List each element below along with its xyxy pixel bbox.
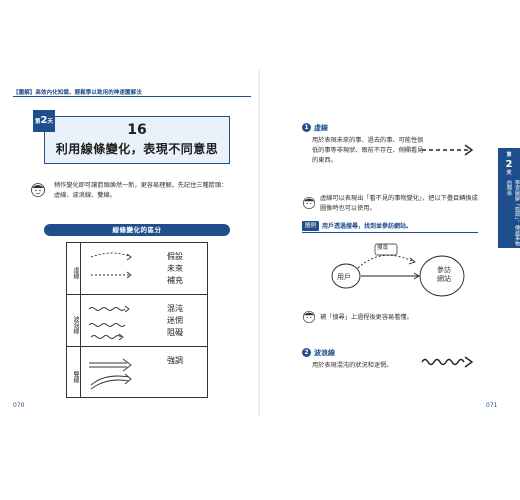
wavy-arrow-icon xyxy=(421,356,474,368)
lesson-title: 利用線條變化，表現不同意思 xyxy=(55,142,219,156)
note-search-process: 補「搜尋」上過程後更容易看懂。 xyxy=(320,314,413,321)
diagram-user-label: 用戶 xyxy=(337,273,351,281)
user-search-diagram xyxy=(331,243,465,297)
day-number: 2 xyxy=(40,115,48,126)
example-label: 圖例 用戶透過搜尋，找到並參訪網站。 xyxy=(302,220,412,231)
section-badge: 2 xyxy=(302,348,311,357)
book-spread: 【圖解】高效內化知識，輕鬆學以致用的神速圖解法 第2天 16 利用線條變化，表現… xyxy=(0,70,520,416)
section-title-dashed: 虛線 xyxy=(314,124,328,132)
day-tab: 第2天 xyxy=(33,110,55,132)
diagram-site-label: 參訪 網站 xyxy=(437,266,451,283)
table-row: 雙線 強調 xyxy=(67,347,207,399)
example-chip: 圖例 xyxy=(302,220,320,231)
note-dashed-usage: 虛線可以表現出「看不見的事物變化」，把以下疊目轉換成圖像時也可以使用。 xyxy=(320,195,478,212)
row-label: 虛線 xyxy=(67,243,81,294)
left-page: 【圖解】高效內化知識，輕鬆學以致用的神速圖解法 第2天 16 利用線條變化，表現… xyxy=(0,70,260,416)
intro-text: 稍作變化即可讓箭頭煥然一新，更容易理解。先記住三種箭頭：虛線、波浪線、雙線。 xyxy=(54,182,228,199)
header-rule xyxy=(13,96,251,97)
row-label: 波浪線 xyxy=(67,295,81,346)
lesson-number: 16 xyxy=(127,122,147,138)
section-text-wavy: 用於表現混沌的狀況和迷惘。 xyxy=(312,362,393,369)
section-text-dashed: 用於表現未來的事、過去的事、可能性很低的事等非現狀、眼前不存在、側欄看見的東西。 xyxy=(312,137,424,164)
dashed-arrow-icon xyxy=(422,144,474,156)
side-tab-text: 學習圖解「箭頭」，傳遞事物的關係 xyxy=(506,180,520,247)
row-words: 假設 未來 補充 xyxy=(167,252,183,285)
double-line-arrow-sketch-icon xyxy=(89,358,132,390)
row-words: 混沌 迷惘 阻礙 xyxy=(167,304,183,337)
page-number-right: 071 xyxy=(486,402,498,409)
example-text: 用戶透過搜尋，找到並參訪網站。 xyxy=(322,223,413,230)
author-avatar-icon xyxy=(31,183,45,197)
diagram-search-label: 搜尋 xyxy=(377,245,389,251)
chapter-side-tab: 第 2 天 學習圖解「箭頭」，傳遞事物的關係 xyxy=(498,148,520,248)
author-avatar-icon xyxy=(302,196,316,210)
side-day-prefix: 第 xyxy=(506,152,512,158)
side-day-suffix: 天 xyxy=(506,170,512,176)
running-header: 【圖解】高效內化知識，輕鬆學以致用的神速圖解法 xyxy=(13,90,142,96)
wavy-arrow-sketch-icon xyxy=(88,305,130,341)
lesson-title-box xyxy=(44,116,230,164)
page-number-left: 070 xyxy=(13,402,25,409)
side-day-number: 2 xyxy=(505,159,513,170)
day-suffix: 天 xyxy=(47,119,53,125)
section-badge: 1 xyxy=(302,123,311,132)
day-prefix: 第 xyxy=(35,119,41,125)
dashed-arrow-sketch-icon xyxy=(90,252,132,279)
section-title-wavy: 波浪線 xyxy=(314,349,335,357)
right-page: 1 虛線 用於表現未來的事、過去的事、可能性很低的事等非現狀、眼前不存在、側欄看… xyxy=(260,70,520,416)
line-types-table: 虛線 假設 未來 補充 波浪線 混沌 迷惘 阻礙 xyxy=(66,242,208,398)
table-row: 波浪線 混沌 迷惘 阻礙 xyxy=(67,295,207,347)
row-label: 雙線 xyxy=(67,347,81,398)
table-row: 虛線 假設 未來 補充 xyxy=(67,243,207,295)
example-underline xyxy=(302,232,478,233)
row-words: 強調 xyxy=(167,356,183,365)
author-avatar-icon xyxy=(302,310,316,324)
side-day: 第 2 天 xyxy=(498,152,520,177)
section-title: 線條變化的區分 xyxy=(44,224,230,236)
